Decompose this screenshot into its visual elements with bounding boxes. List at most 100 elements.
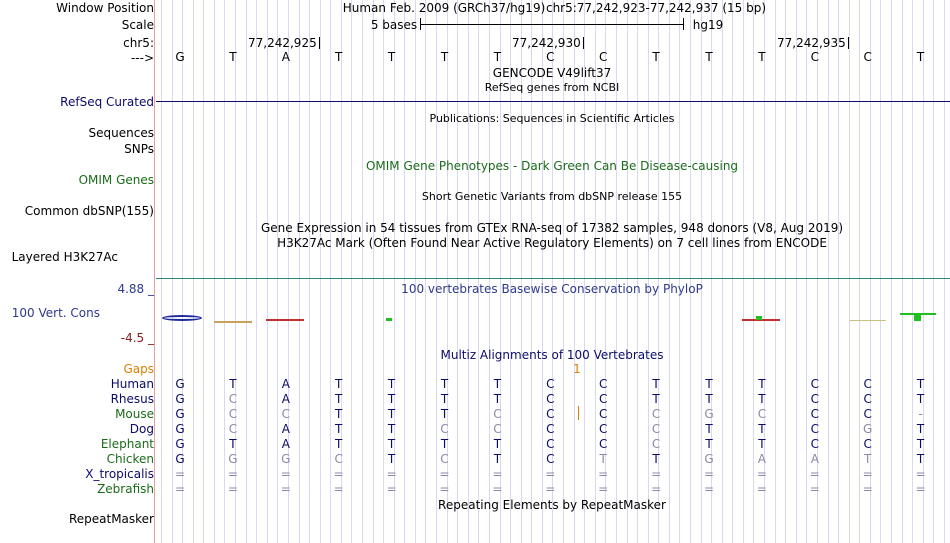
alignment-base: T <box>387 437 396 451</box>
label-chrom: chr5: <box>123 36 154 50</box>
label-refseq[interactable]: RefSeq Curated <box>60 95 154 109</box>
species-label-x_tropicalis[interactable]: X_tropicalis <box>85 467 154 481</box>
alignment-base: = <box>651 467 662 481</box>
label-snps[interactable]: SNPs <box>124 142 154 156</box>
multiz-title[interactable]: Multiz Alignments of 100 Vertebrates <box>440 348 664 362</box>
grid-line <box>743 0 744 543</box>
species-label-chicken[interactable]: Chicken <box>106 452 154 466</box>
alignment-base: C <box>651 407 661 421</box>
grid-line <box>436 0 437 543</box>
alignment-base: C <box>863 392 872 406</box>
grid-line <box>415 0 416 543</box>
grid-line <box>563 0 564 543</box>
grid-line <box>531 0 532 543</box>
alignment-base: = <box>439 482 450 496</box>
alignment-base: T <box>335 407 343 421</box>
coord-label-1: 77,242,925 <box>248 36 320 50</box>
grid-line <box>214 0 215 543</box>
label-omim[interactable]: OMIM Genes <box>78 173 154 187</box>
grid-line <box>203 0 204 543</box>
alignment-base: T <box>705 437 713 451</box>
alignment-base: T <box>916 437 925 451</box>
omim-title[interactable]: OMIM Gene Phenotypes - Dark Green Can Be… <box>365 159 739 173</box>
phylop-mark-3 <box>266 319 304 321</box>
grid-line <box>521 0 522 543</box>
alignment-base: T <box>387 407 396 421</box>
publications-title[interactable]: Publications: Sequences in Scientific Ar… <box>429 112 675 125</box>
alignment-base: = <box>280 467 291 481</box>
species-label-human[interactable]: Human <box>110 377 154 391</box>
species-label-elephant[interactable]: Elephant <box>100 437 154 451</box>
grid-line <box>891 0 892 543</box>
gtex-title[interactable]: Gene Expression in 54 tissues from GTEx … <box>260 221 844 235</box>
grid-line <box>373 0 374 543</box>
grid-line <box>193 0 194 543</box>
grid-line <box>341 0 342 543</box>
species-label-mouse[interactable]: Mouse <box>115 407 154 421</box>
alignment-base: T <box>705 377 713 391</box>
refseq-gene-line[interactable] <box>156 101 950 102</box>
grid-line <box>595 0 596 543</box>
species-label-rhesus[interactable]: Rhesus <box>110 392 154 406</box>
alignment-base: T <box>229 437 237 451</box>
h3k27ac-title[interactable]: H3K27Ac Mark (Often Found Near Active Re… <box>277 236 827 250</box>
coord-label-2: 77,242,930 <box>512 36 584 50</box>
alignment-base: C <box>493 407 502 421</box>
phylop-mark-2 <box>214 321 252 323</box>
species-label-dog[interactable]: Dog <box>129 422 154 436</box>
dbsnp-title[interactable]: Short Genetic Variants from dbSNP releas… <box>421 190 683 203</box>
alignment-base: A <box>281 437 290 451</box>
label-repeatmasker[interactable]: RepeatMasker <box>68 512 154 526</box>
label-h3k27ac[interactable]: Layered H3K27Ac <box>11 250 118 264</box>
grid-line <box>288 0 289 543</box>
alignment-base: = <box>227 482 238 496</box>
alignment-base: C <box>546 377 555 391</box>
window-position-text: chr5:77,242,923-77,242,937 (15 bp) <box>545 1 767 15</box>
phylop-title[interactable]: 100 vertebrates Basewise Conservation by… <box>401 282 703 296</box>
grid-line <box>859 0 860 543</box>
alignment-base: C <box>546 437 555 451</box>
alignment-base: A <box>757 452 766 466</box>
label-cons-max: 4.88 _ <box>117 282 154 296</box>
grid-line <box>224 0 225 543</box>
alignment-base: T <box>916 452 925 466</box>
label-dbsnp[interactable]: Common dbSNP(155) <box>24 204 154 218</box>
alignment-base: T <box>440 377 449 391</box>
alignment-base: A <box>281 377 290 391</box>
label-sequences[interactable]: Sequences <box>88 126 154 140</box>
alignment-base: T <box>652 377 660 391</box>
label-cons[interactable]: 100 Vert. Cons <box>11 306 100 320</box>
alignment-base: C <box>598 407 608 421</box>
label-scale: Scale <box>121 18 154 32</box>
label-window-position: Window Position <box>56 1 154 15</box>
alignment-base: = <box>809 482 820 496</box>
alignment-base: = <box>439 467 450 481</box>
alignment-base: = <box>545 482 556 496</box>
repeatmasker-title[interactable]: Repeating Elements by RepeatMasker <box>438 498 666 512</box>
alignment-base: G <box>175 452 185 466</box>
gencode-title[interactable]: GENCODE V49lift37 <box>492 66 612 80</box>
alignment-base: C <box>810 422 819 436</box>
sequence-base: A <box>281 50 290 64</box>
alignment-base: G <box>175 422 185 436</box>
mouse-insertion-marker <box>578 406 579 420</box>
alignment-base: T <box>864 452 872 466</box>
alignment-base: T <box>387 452 396 466</box>
alignment-base: C <box>863 437 872 451</box>
alignment-base: T <box>493 452 502 466</box>
grid-line <box>246 0 247 543</box>
alignment-base: G <box>175 392 185 406</box>
alignment-base: T <box>335 422 343 436</box>
alignment-base: C <box>757 407 767 421</box>
assembly-name: Human Feb. 2009 (GRCh37/hg19) <box>342 1 546 15</box>
grid-line <box>679 0 680 543</box>
alignment-base: = <box>651 482 662 496</box>
alignment-base: T <box>335 392 343 406</box>
alignment-base: C <box>228 422 238 436</box>
alignment-base: A <box>810 452 819 466</box>
grid-line <box>447 0 448 543</box>
species-label-zebrafish[interactable]: Zebrafish <box>97 482 154 496</box>
alignment-base: G <box>175 407 185 421</box>
alignment-base: - <box>918 407 923 421</box>
